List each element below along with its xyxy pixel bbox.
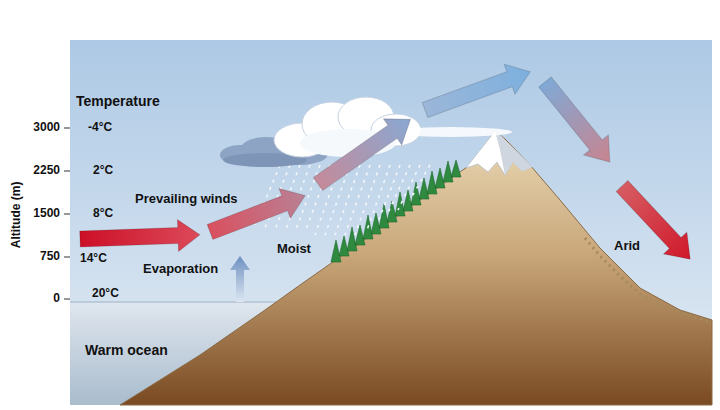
temperature-label: 2°C	[93, 164, 113, 178]
tick-label: 0	[53, 292, 60, 306]
ocean-surface	[70, 302, 290, 303]
evaporation-arrow	[230, 256, 250, 302]
snow-cap	[466, 131, 532, 175]
snow-shade	[495, 131, 532, 175]
axis-title: Altitude (m)	[10, 182, 24, 249]
region-label: Moist	[277, 242, 311, 257]
wind-arrow	[309, 106, 420, 197]
forest-trees	[331, 160, 461, 262]
tick-label: 750	[40, 250, 60, 264]
arid-shrubs	[585, 238, 710, 322]
region-label: Prevailing winds	[135, 192, 238, 207]
region-label: Arid	[614, 239, 640, 254]
axis-ticks	[64, 128, 70, 299]
wind-arrow	[610, 175, 702, 270]
region-label: Warm ocean	[85, 342, 168, 358]
wind-arrow	[79, 219, 200, 255]
tick-label: 3000	[33, 121, 60, 135]
temperature-label: -4°C	[88, 121, 112, 135]
mountain	[120, 131, 712, 405]
temperature-label: 20°C	[92, 287, 119, 301]
tick-label: 2250	[33, 164, 60, 178]
temperature-label: 8°C	[93, 207, 113, 221]
wind-arrow	[204, 181, 311, 247]
region-label: Evaporation	[143, 262, 218, 277]
tick-label: 1500	[33, 207, 60, 221]
wind-arrow	[420, 57, 536, 125]
legend-heading: Temperature	[76, 93, 160, 109]
wind-arrow	[533, 72, 623, 172]
wind-arrows	[79, 57, 701, 270]
temperature-label: 14°C	[80, 252, 107, 266]
sky-background	[70, 40, 712, 405]
